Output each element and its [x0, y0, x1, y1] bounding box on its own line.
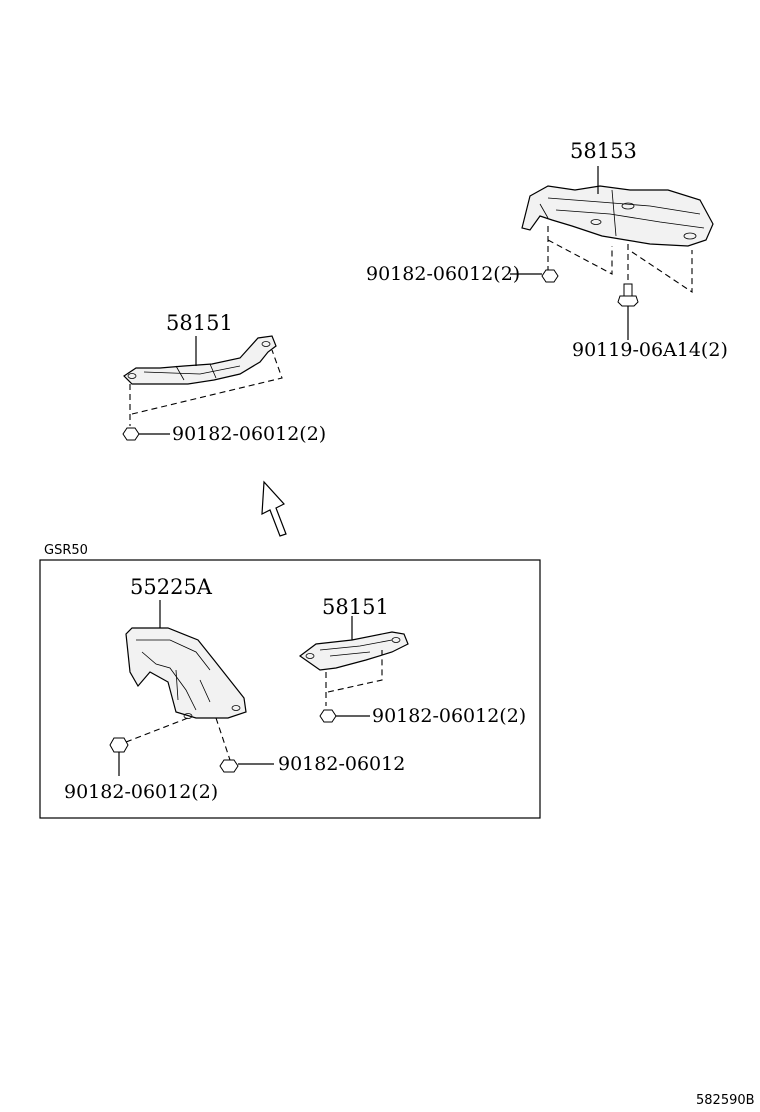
label-90182-06012-center[interactable]: 90182-06012	[278, 753, 405, 775]
nut-icon[interactable]	[109, 737, 129, 753]
bolt-icon[interactable]	[617, 283, 639, 307]
dash-guides-58151-inset	[325, 650, 383, 706]
direction-arrow-icon	[261, 480, 287, 537]
part-number-58151-inset[interactable]: 58151	[322, 595, 389, 619]
diagram-id: 582590B	[696, 1093, 755, 1108]
label-90182-06012-inset[interactable]: 90182-06012(2)	[372, 705, 526, 727]
dash-guides-55225A	[125, 717, 231, 761]
nut-icon[interactable]	[219, 759, 239, 773]
label-90119-06A14[interactable]: 90119-06A14(2)	[572, 339, 728, 361]
nut-icon[interactable]	[319, 709, 337, 723]
part-number-58153[interactable]: 58153	[570, 139, 637, 163]
shield-58151-inset[interactable]	[298, 631, 409, 671]
nut-icon[interactable]	[122, 427, 140, 441]
label-90182-06012-left[interactable]: 90182-06012(2)	[64, 781, 218, 803]
part-number-58151-mid[interactable]: 58151	[166, 311, 233, 335]
shield-58151[interactable]	[123, 335, 277, 385]
dash-guides-58151-mid	[129, 349, 283, 426]
label-90182-06012-mid[interactable]: 90182-06012(2)	[172, 423, 326, 445]
nut-icon[interactable]	[541, 269, 559, 283]
inset-frame	[39, 559, 541, 819]
shield-58153[interactable]	[521, 185, 714, 247]
shield-55225A[interactable]	[125, 627, 247, 719]
dash-guides-58153	[547, 226, 693, 294]
label-90182-06012-top[interactable]: 90182-06012(2)	[366, 263, 520, 285]
inset-label: GSR50	[44, 543, 88, 558]
part-number-55225A[interactable]: 55225A	[130, 575, 213, 599]
